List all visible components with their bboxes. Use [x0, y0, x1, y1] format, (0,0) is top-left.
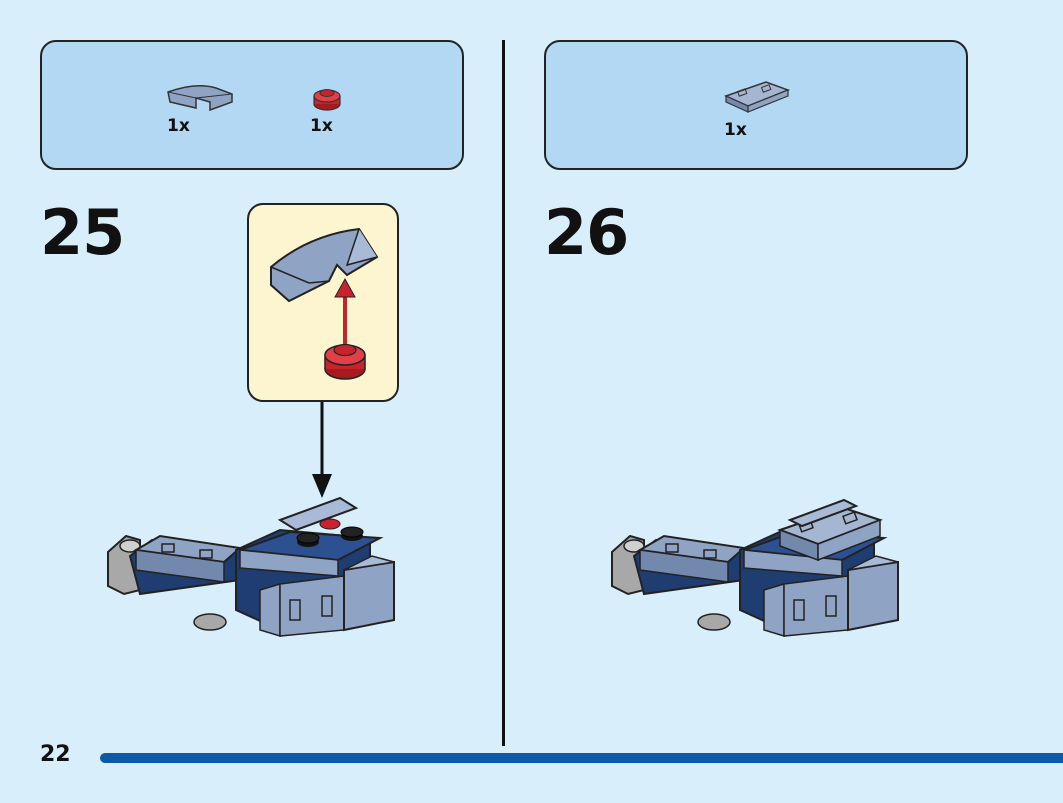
model-step-25	[107, 496, 395, 638]
callout-illustration	[270, 227, 379, 380]
red-round-plate-icon	[313, 89, 341, 111]
tile-with-studs-icon	[723, 81, 791, 113]
page-progress-bar	[100, 753, 1063, 763]
part-qty: 1x	[724, 120, 747, 140]
step-number-26: 26	[544, 196, 629, 269]
sub-assembly-callout	[247, 203, 399, 402]
page-number: 22	[40, 742, 71, 767]
part-qty: 1x	[310, 116, 333, 136]
curved-slope-piece-icon	[167, 85, 233, 112]
parts-list-step-25: 1x 1x	[40, 40, 464, 170]
model-step-26	[611, 498, 899, 638]
part-qty: 1x	[167, 116, 190, 136]
step-divider	[502, 40, 505, 746]
parts-list-step-26: 1x	[544, 40, 968, 170]
step-number-25: 25	[40, 196, 125, 269]
placement-arrow	[312, 402, 332, 498]
